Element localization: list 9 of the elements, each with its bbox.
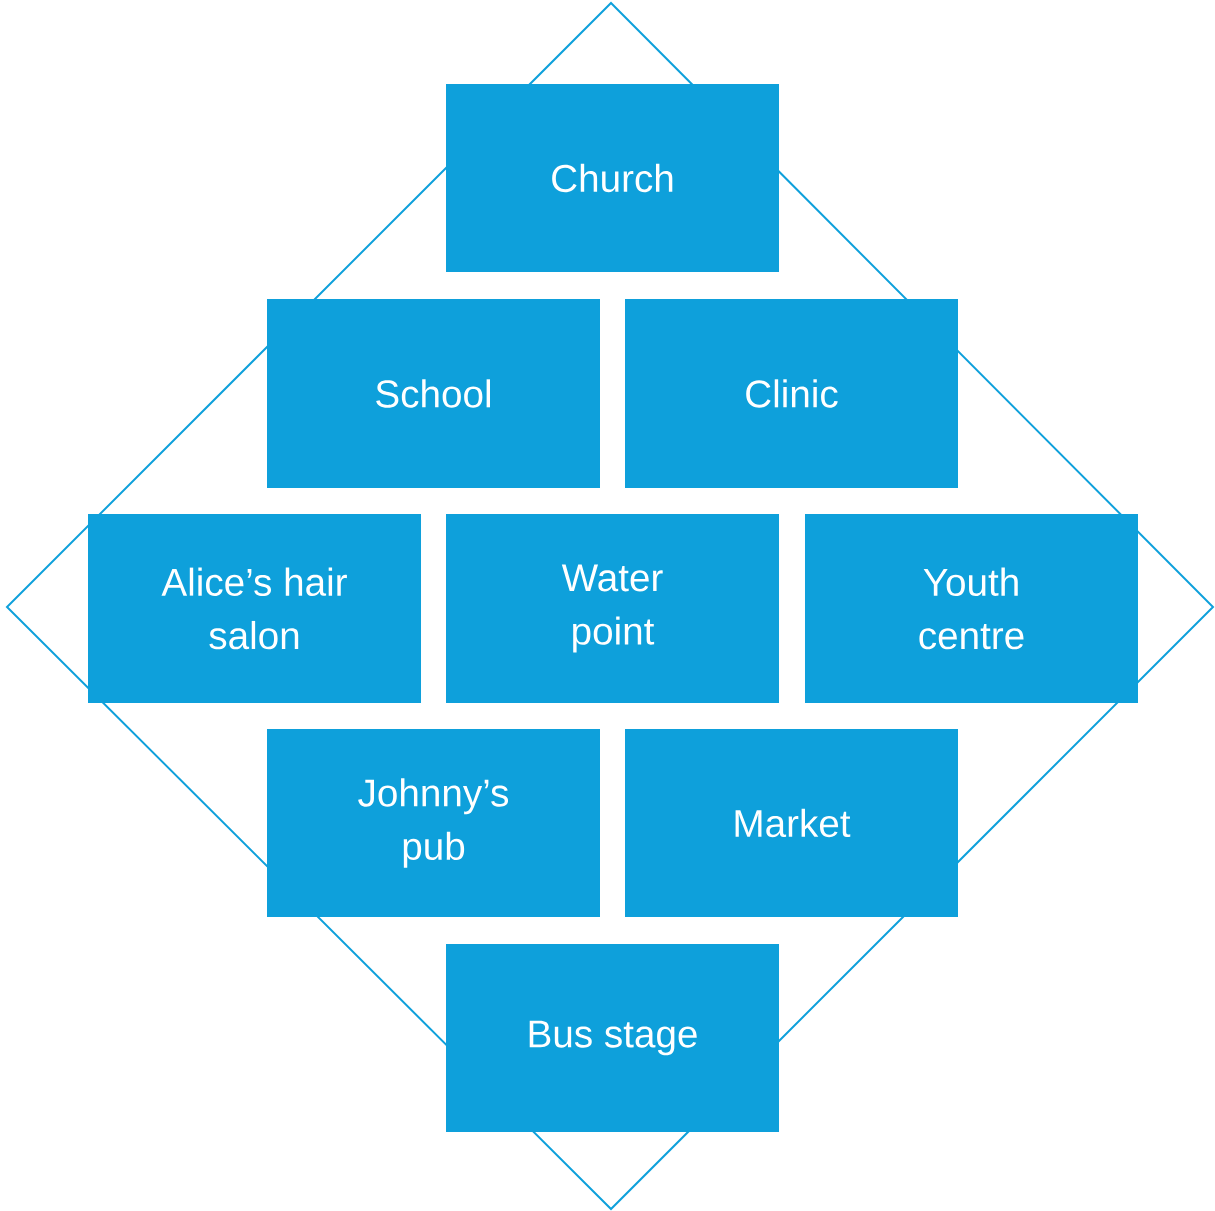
- place-box: School: [267, 299, 600, 488]
- place-box: Johnny’s pub: [267, 729, 600, 917]
- place-box: Market: [625, 729, 958, 917]
- place-box: Water point: [446, 514, 779, 703]
- place-box: Church: [446, 84, 779, 272]
- place-box: Alice’s hair salon: [88, 514, 421, 703]
- place-box: Clinic: [625, 299, 958, 488]
- place-box: Bus stage: [446, 944, 779, 1132]
- place-box: Youth centre: [805, 514, 1138, 703]
